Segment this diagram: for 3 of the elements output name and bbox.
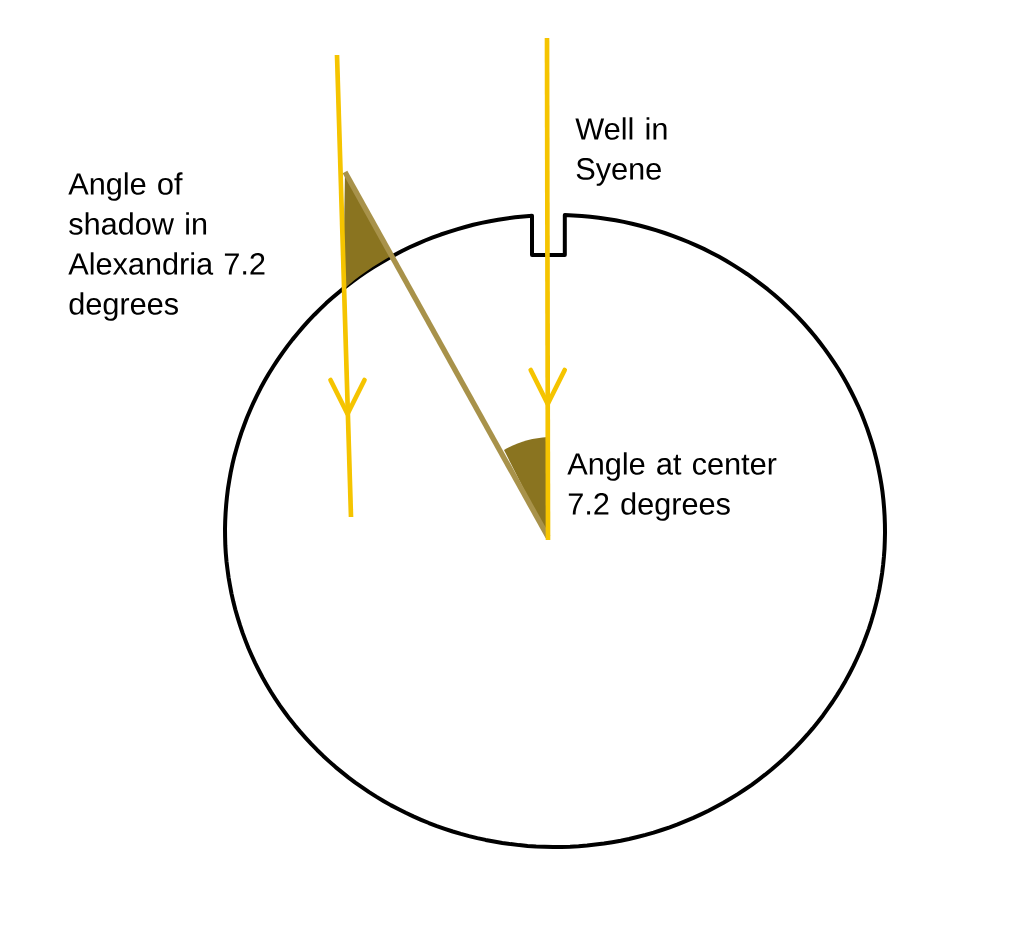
well-label: Well in Syene	[575, 117, 667, 186]
angle-label: Angle at center 7.2 degrees	[567, 452, 777, 521]
angle-label: Angle of shadow in Alexandria 7.2 degrees	[68, 172, 265, 321]
